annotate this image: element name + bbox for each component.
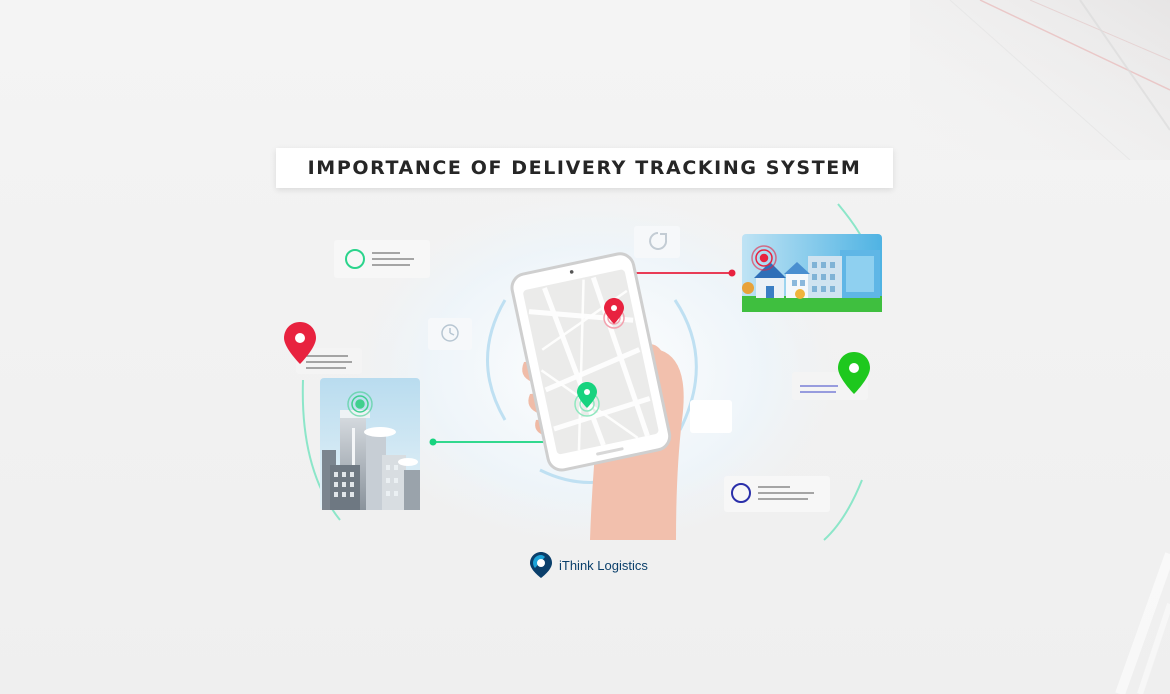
phone-green-pin xyxy=(574,382,600,417)
info-card-top-left xyxy=(334,240,430,278)
signal-rings-left xyxy=(347,391,373,417)
phone-red-pin xyxy=(603,298,625,329)
clock-icon xyxy=(441,324,459,342)
blue-ring-right xyxy=(673,299,698,431)
corner-decoration-bottom xyxy=(1115,552,1170,694)
teal-arc-right-bottom xyxy=(823,479,863,541)
clock-card xyxy=(428,318,472,350)
houses-card xyxy=(742,234,882,312)
office-buildings-card xyxy=(320,378,420,510)
brand-name: iThink Logistics xyxy=(559,557,648,573)
smartphone-map-icon xyxy=(510,252,672,472)
signal-rings-right xyxy=(751,245,777,271)
title-banner: IMPORTANCE OF DELIVERY TRACKING SYSTEM xyxy=(276,148,893,188)
red-pin-card xyxy=(284,322,362,374)
info-card-bottom-right xyxy=(724,476,830,512)
refresh-chart-icon xyxy=(649,232,668,250)
page-title: IMPORTANCE OF DELIVERY TRACKING SYSTEM xyxy=(307,157,862,179)
blue-ring-left xyxy=(486,299,507,421)
refresh-card xyxy=(634,226,680,258)
corner-decoration xyxy=(910,0,1170,160)
brand-logo: iThink Logistics xyxy=(529,551,648,579)
green-pin-card xyxy=(792,352,870,400)
blank-card-right xyxy=(690,400,732,433)
map-pin-logo-icon xyxy=(530,552,552,578)
